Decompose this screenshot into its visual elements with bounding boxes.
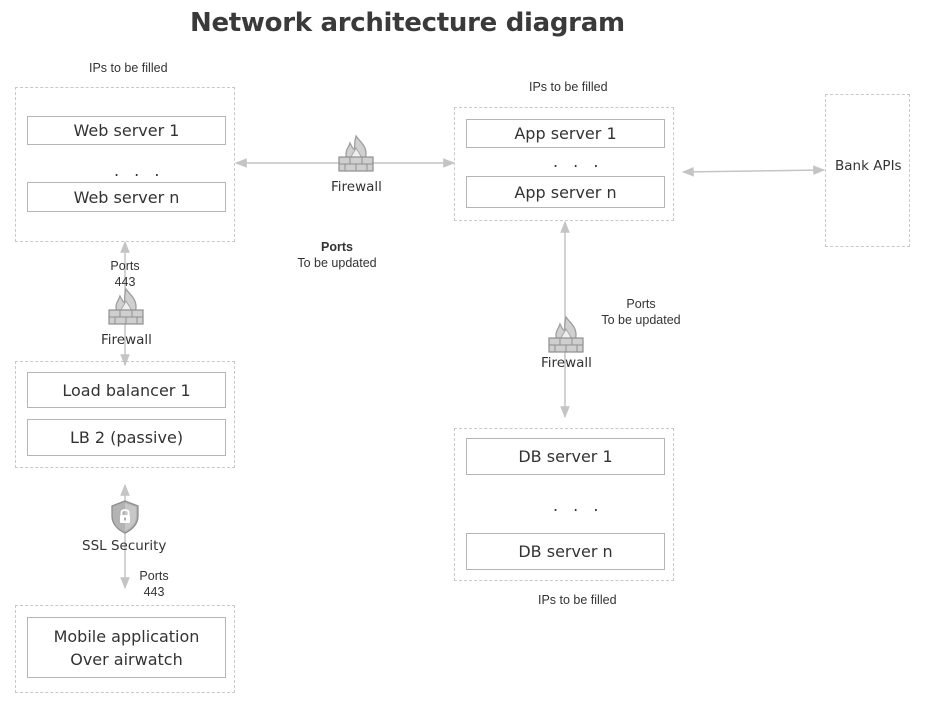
app-server-group: App server 1 . . . App server n bbox=[454, 107, 674, 221]
bank-apis-label: Bank APIs bbox=[835, 158, 902, 174]
ports-web-app-title: Ports bbox=[321, 240, 353, 254]
connector-app-bank bbox=[681, 165, 826, 177]
app-group-ip-note: IPs to be filled bbox=[529, 80, 608, 94]
app-ellipsis: . . . bbox=[553, 152, 604, 171]
web-server-group: Web server 1 . . . Web server n bbox=[15, 87, 235, 242]
firewall-icon bbox=[338, 134, 374, 172]
firewall-icon bbox=[548, 315, 584, 353]
db-group-ip-note: IPs to be filled bbox=[538, 593, 617, 607]
db-server-n[interactable]: DB server n bbox=[466, 533, 665, 570]
ports-web-lb-value: 443 bbox=[114, 275, 136, 289]
web-server-n[interactable]: Web server n bbox=[27, 182, 226, 212]
diagram-title: Network architecture diagram bbox=[190, 8, 625, 38]
mobile-application[interactable]: Mobile application Over airwatch bbox=[27, 617, 226, 678]
ports-app-db-title: Ports bbox=[626, 297, 656, 311]
ports-web-lb-title: Ports bbox=[110, 259, 140, 273]
bank-apis-box[interactable]: Bank APIs bbox=[825, 94, 910, 247]
shield-lock-icon bbox=[111, 500, 139, 534]
ports-web-app-value: To be updated bbox=[297, 256, 377, 270]
db-server-group: DB server 1 . . . DB server n bbox=[454, 428, 674, 581]
firewall-web-lb-label: Firewall bbox=[101, 332, 152, 348]
web-ellipsis: . . . bbox=[114, 161, 165, 180]
ssl-security-label: SSL Security bbox=[82, 538, 167, 554]
app-server-1[interactable]: App server 1 bbox=[466, 119, 665, 148]
mobile-group: Mobile application Over airwatch bbox=[15, 605, 235, 693]
firewall-web-app-label: Firewall bbox=[331, 179, 382, 195]
load-balancer-group: Load balancer 1 LB 2 (passive) bbox=[15, 361, 235, 468]
db-server-1[interactable]: DB server 1 bbox=[466, 438, 665, 475]
load-balancer-1[interactable]: Load balancer 1 bbox=[27, 372, 226, 408]
app-server-n[interactable]: App server n bbox=[466, 176, 665, 208]
db-ellipsis: . . . bbox=[553, 496, 604, 515]
firewall-app-db-label: Firewall bbox=[541, 355, 592, 371]
web-server-1[interactable]: Web server 1 bbox=[27, 116, 226, 145]
load-balancer-2[interactable]: LB 2 (passive) bbox=[27, 419, 226, 456]
ports-mobile-value: 443 bbox=[143, 585, 165, 599]
ports-mobile-title: Ports bbox=[139, 569, 169, 583]
web-group-ip-note: IPs to be filled bbox=[89, 61, 168, 75]
ports-app-db-value: To be updated bbox=[601, 313, 681, 327]
firewall-icon bbox=[108, 287, 144, 325]
